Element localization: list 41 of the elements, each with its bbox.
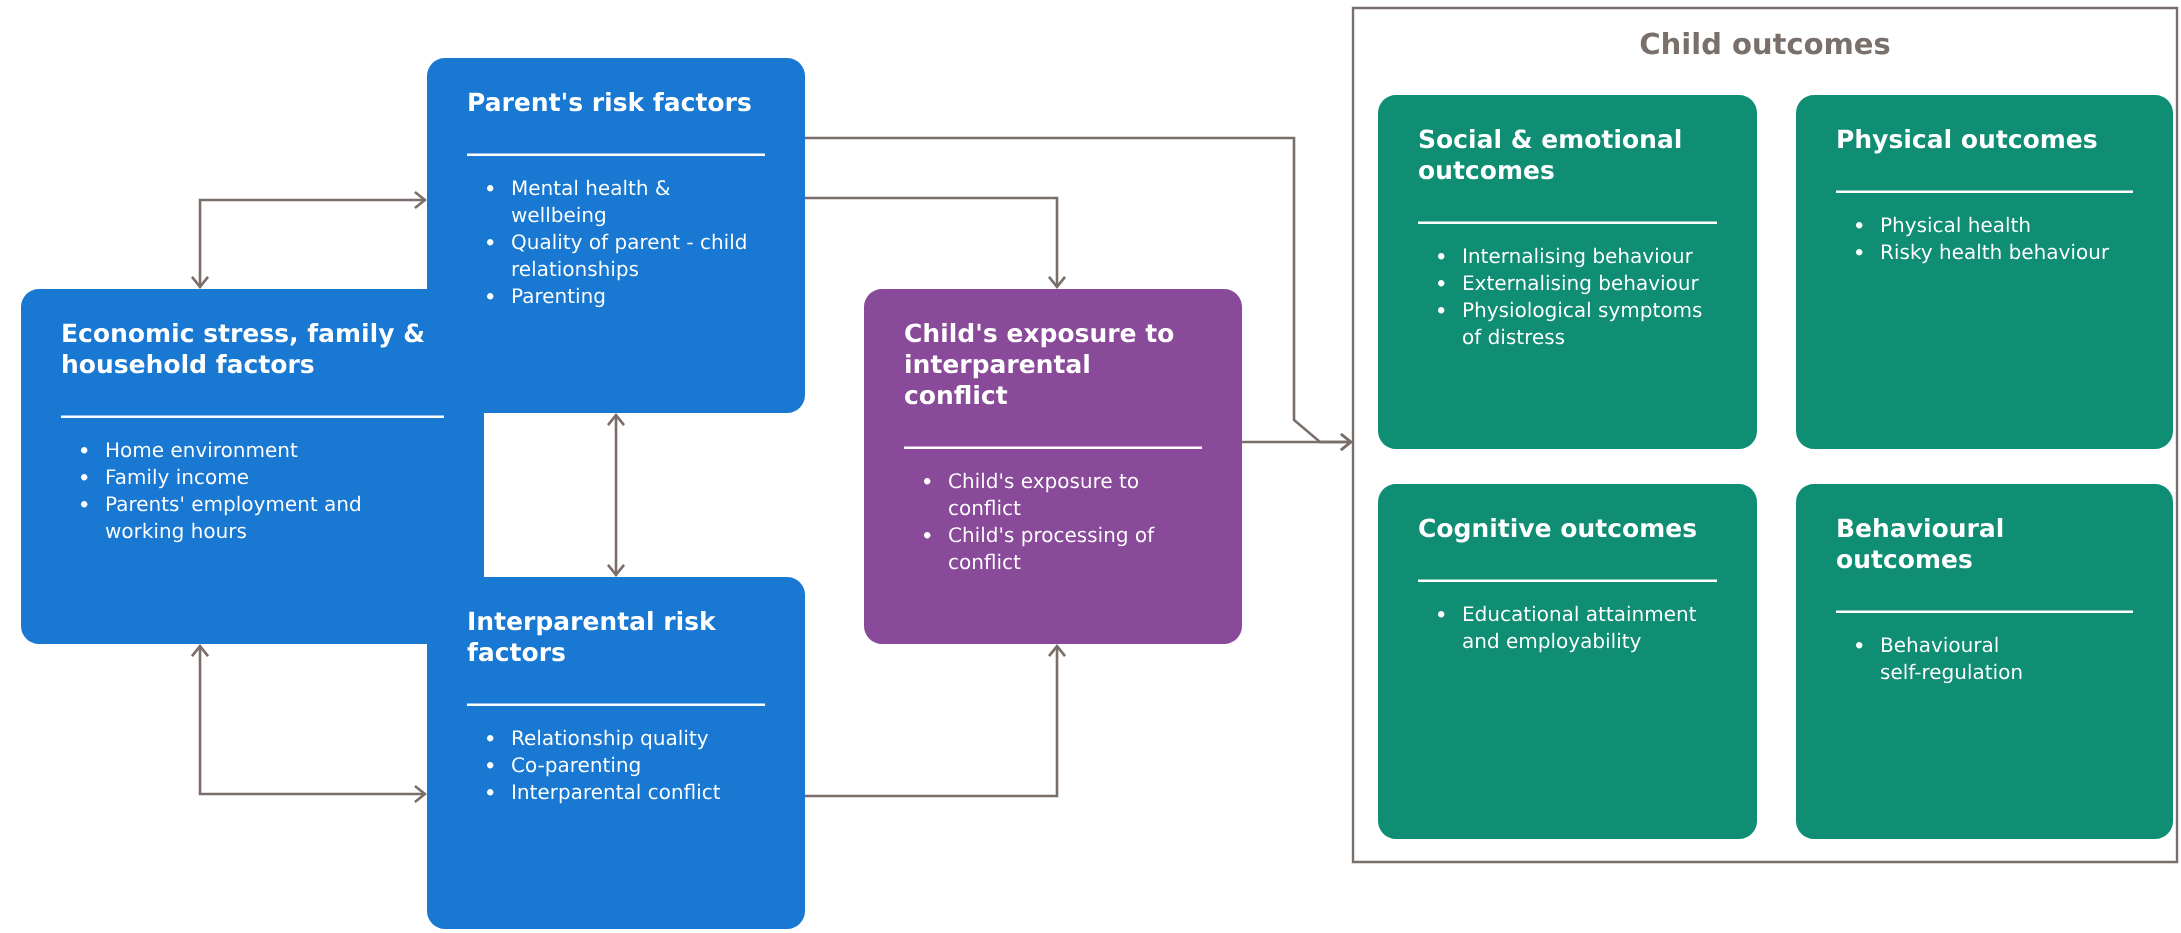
bullet-item: Relationship quality (487, 729, 708, 750)
connector-arrow (191, 644, 427, 804)
factor-box (1796, 484, 2173, 839)
bullet-item: Home environment (81, 441, 298, 458)
bullet-item: Behavioural self-regulation (1856, 636, 2022, 684)
panel-title: Child outcomes (1640, 32, 1890, 55)
factor-box (427, 577, 805, 929)
factor-box (427, 58, 805, 413)
box-heading: Cognitive outcomes (1419, 518, 1696, 543)
connector-arrow (607, 413, 626, 577)
bullet-item: Quality of parent - child relationships (487, 233, 746, 281)
bullet-item: Co-parenting (487, 756, 640, 777)
box-heading: Child's exposure to interparental conflict (905, 323, 1174, 405)
factor-box (1796, 95, 2173, 449)
box-heading: Parent's risk factors (469, 92, 751, 112)
connector-arrow (191, 191, 427, 289)
connector-arrow (1242, 433, 1353, 452)
bullet-item: Physiological symptoms of distress (1438, 301, 1702, 345)
outcomes-panel (1351, 6, 2179, 864)
bullet-item: Risky health behaviour (1856, 243, 2110, 264)
factor-box (1378, 484, 1757, 839)
bullet-item: Physical health (1856, 216, 2030, 237)
box-heading: Interparental risk factors (467, 611, 717, 662)
bullet-item: Interparental conflict (487, 783, 721, 804)
box-heading: Behavioural outcomes (1837, 518, 2003, 569)
bullet-item: Educational attainment and employability (1438, 605, 1697, 653)
factor-box (864, 289, 1242, 644)
box-heading: Economic stress, family & household factors (63, 323, 424, 374)
box-heading: Physical outcomes (1838, 129, 2097, 154)
bullet-item: Externalising behaviour (1438, 274, 1699, 295)
connector-arrow (805, 644, 1067, 798)
bullet-item: Child's exposure to conflict (924, 472, 1138, 516)
bullet-item: Mental health & wellbeing (487, 179, 670, 227)
factor-box (1378, 95, 1757, 449)
bullet-item: Parents' employment and working hours (81, 495, 360, 543)
bullet-item: Child's processing of conflict (924, 526, 1155, 570)
box-heading: Social & emotional outcomes (1419, 129, 1681, 180)
bullet-item: Internalising behaviour (1438, 247, 1693, 268)
bullet-item: Family income (81, 468, 248, 489)
connector-arrow (805, 196, 1067, 289)
bullet-item: Parenting (487, 287, 605, 308)
